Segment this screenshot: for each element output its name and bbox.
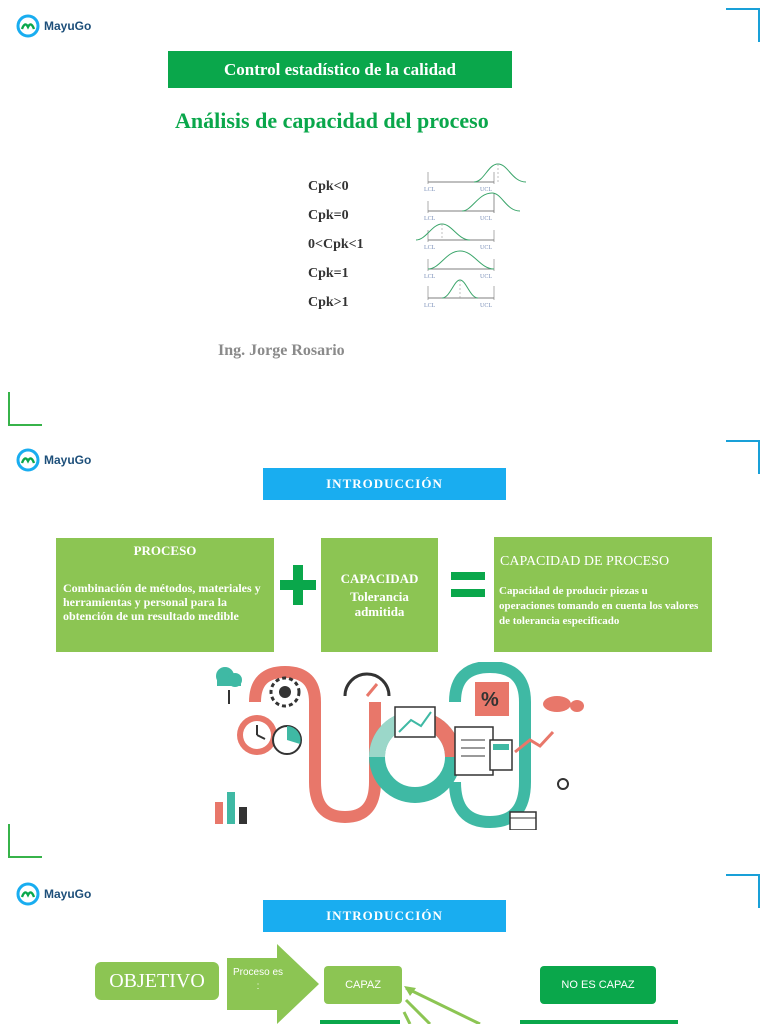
ucl-label: UCL	[480, 245, 492, 251]
growth-arrow-icon	[514, 730, 555, 754]
bar-chart-icon	[215, 792, 247, 824]
ucl-label: UCL	[480, 274, 492, 280]
cloud-icon	[216, 667, 242, 704]
cpk-label: Cpk>1	[308, 295, 349, 310]
slide-3: MayuGo INTRODUCCIÓN OBJETIVO Proceso es …	[0, 866, 768, 1024]
distribution-curve-icon: LCL UCL	[424, 192, 521, 222]
ucl-label: UCL	[480, 216, 492, 222]
divider	[520, 1020, 678, 1024]
objetivo-box: OBJETIVO	[95, 962, 219, 1000]
cpk-label: Cpk=1	[308, 266, 349, 281]
capaz-box: CAPAZ	[324, 966, 402, 1004]
capacidad-title: CAPACIDAD	[340, 571, 419, 586]
plus-icon	[280, 565, 316, 605]
lcl-label: LCL	[424, 274, 436, 280]
mayugo-logo: MayuGo	[16, 448, 91, 472]
section-title: INTRODUCCIÓN	[326, 908, 443, 923]
chart-board-icon	[394, 706, 436, 738]
lcl-label: LCL	[424, 303, 436, 309]
capacidad-proceso-box: CAPACIDAD DE PROCESO Capacidad de produc…	[494, 537, 712, 652]
world-map-icon	[543, 696, 584, 712]
proceso-title: PROCESO	[133, 543, 197, 558]
no-capaz-box: NO ES CAPAZ	[540, 966, 656, 1004]
section-title: INTRODUCCIÓN	[326, 476, 443, 491]
capacidad-text: Tolerancia admitida	[350, 589, 409, 619]
process-illustration: %	[215, 662, 584, 830]
distribution-curve-icon: LCL UCL	[424, 279, 495, 309]
percent-icon: %	[475, 682, 509, 716]
distribution-curve-icon: LCL UCL	[424, 250, 495, 280]
section-banner: INTRODUCCIÓN	[263, 900, 506, 932]
mayugo-logo: MayuGo	[16, 14, 91, 38]
distribution-curve-icon: LCL UCL	[415, 223, 495, 251]
table-icon	[509, 811, 537, 830]
ucl-label: UCL	[480, 187, 492, 193]
brand-name: MayuGo	[44, 453, 92, 467]
mayugo-logo-icon	[16, 448, 40, 472]
proceso-es-label: Proceso es :	[232, 967, 284, 992]
section-banner: INTRODUCCIÓN	[263, 468, 506, 500]
gauge-icon	[343, 672, 391, 697]
capacidad-box: CAPACIDAD Tolerancia admitida	[321, 538, 438, 652]
cpk-label: 0<Cpk<1	[308, 237, 364, 252]
slide-subtitle: Análisis de capacidad del proceso	[175, 108, 489, 133]
arrow-shape-icon	[227, 944, 319, 1024]
corner-decoration	[8, 824, 42, 858]
equals-icon	[451, 572, 485, 597]
no-capaz-label: NO ES CAPAZ	[561, 979, 635, 991]
capacidad-proceso-text: Capacidad de producir piezas u operacion…	[499, 585, 699, 627]
location-pin-icon	[557, 778, 569, 790]
lcl-label: LCL	[424, 216, 436, 222]
author-name: Ing. Jorge Rosario	[218, 342, 345, 359]
document-icon	[454, 726, 494, 776]
objetivo-label: OBJETIVO	[109, 969, 205, 992]
pie-chart-icon	[272, 725, 302, 755]
capaz-label: CAPAZ	[345, 979, 381, 991]
lcl-label: LCL	[424, 187, 436, 193]
title-banner: Control estadístico de la calidad	[168, 51, 512, 88]
corner-decoration	[726, 874, 760, 908]
mayugo-logo-icon	[16, 882, 40, 906]
brand-name: MayuGo	[44, 887, 92, 901]
corner-decoration	[726, 8, 760, 42]
calculator-icon	[489, 739, 513, 771]
brand-name: MayuGo	[44, 19, 92, 33]
slide-2: MayuGo INTRODUCCIÓN PROCESO Combinación …	[0, 432, 768, 864]
slide-1: MayuGo Control estadístico de la calidad…	[0, 0, 768, 430]
svg-text:%: %	[481, 689, 499, 711]
mayugo-logo: MayuGo	[16, 882, 91, 906]
cpk-label: Cpk<0	[308, 179, 349, 194]
corner-decoration	[726, 440, 760, 474]
connector-arrows-icon	[320, 986, 481, 1024]
slide-title: Control estadístico de la calidad	[223, 59, 457, 79]
distribution-curve-icon: LCL UCL	[424, 163, 527, 193]
mayugo-logo-icon	[16, 14, 40, 38]
corner-decoration	[8, 392, 42, 426]
ucl-label: UCL	[480, 303, 492, 309]
clock-icon	[237, 715, 277, 755]
gear-icon	[269, 676, 301, 708]
capacidad-proceso-title: CAPACIDAD DE PROCESO	[500, 554, 670, 569]
proceso-box: PROCESO Combinación de métodos, material…	[56, 538, 274, 652]
proceso-text: Combinación de métodos, materiales y her…	[63, 581, 261, 623]
cpk-label: Cpk=0	[308, 208, 349, 223]
lcl-label: LCL	[424, 245, 436, 251]
